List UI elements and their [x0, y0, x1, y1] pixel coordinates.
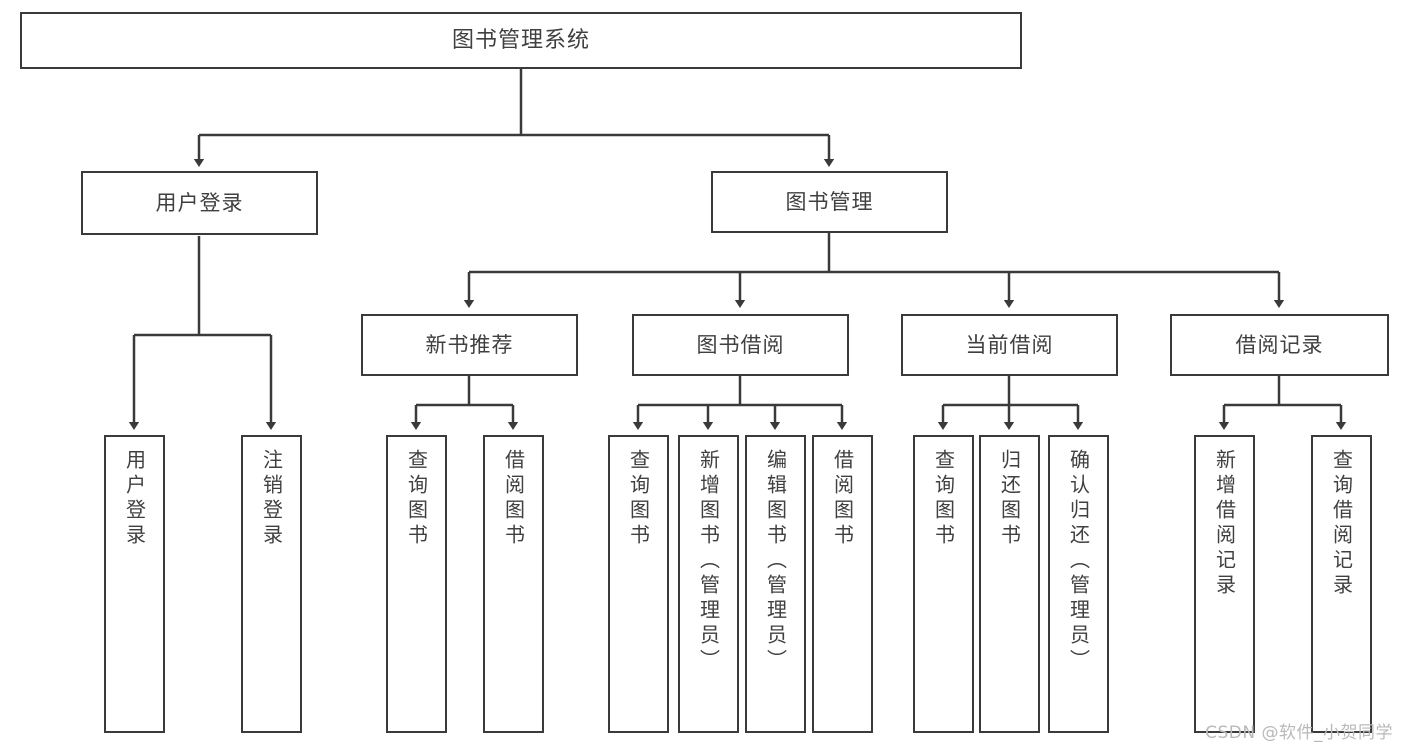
node-borrow-record-label: 借阅记录: [1235, 332, 1324, 357]
node-root[interactable]: 图书管理系统: [20, 12, 1022, 69]
leaf-book-borrow-add-label: 新增图书（管理员）: [696, 449, 721, 674]
node-book-borrow[interactable]: 图书借阅: [632, 314, 849, 376]
leaf-current-borrow-confirm[interactable]: 确认归还（管理员）: [1048, 435, 1109, 733]
leaf-book-borrow-query[interactable]: 查询图书: [608, 435, 669, 733]
node-current-borrow[interactable]: 当前借阅: [901, 314, 1118, 376]
leaf-book-borrow-borrow[interactable]: 借阅图书: [812, 435, 873, 733]
leaf-book-borrow-query-label: 查询图书: [626, 449, 651, 549]
node-book-management-label: 图书管理: [785, 189, 874, 214]
leaf-new-book-borrow[interactable]: 借阅图书: [483, 435, 544, 733]
leaf-book-borrow-add[interactable]: 新增图书（管理员）: [678, 435, 739, 733]
node-new-book-recommend-label: 新书推荐: [425, 332, 514, 357]
leaf-current-borrow-return[interactable]: 归还图书: [979, 435, 1040, 733]
leaf-new-book-query-label: 查询图书: [404, 449, 429, 549]
watermark: CSDN @软件_小贺同学: [1205, 723, 1393, 743]
leaf-user-login-logout[interactable]: 注销登录: [241, 435, 302, 733]
leaf-borrow-record-add[interactable]: 新增借阅记录: [1194, 435, 1255, 733]
node-book-management[interactable]: 图书管理: [711, 171, 948, 233]
node-user-login-label: 用户登录: [155, 190, 244, 215]
leaf-book-borrow-edit[interactable]: 编辑图书（管理员）: [745, 435, 806, 733]
leaf-user-login-logout-label: 注销登录: [259, 449, 284, 549]
leaf-borrow-record-query-label: 查询借阅记录: [1329, 449, 1354, 599]
node-root-label: 图书管理系统: [451, 27, 590, 53]
leaf-current-borrow-query[interactable]: 查询图书: [913, 435, 974, 733]
leaf-new-book-borrow-label: 借阅图书: [501, 449, 526, 549]
node-new-book-recommend[interactable]: 新书推荐: [361, 314, 578, 376]
node-user-login[interactable]: 用户登录: [81, 171, 318, 235]
leaf-current-borrow-confirm-label: 确认归还（管理员）: [1066, 449, 1091, 674]
leaf-user-login-login-label: 用户登录: [122, 449, 147, 549]
leaf-book-borrow-edit-label: 编辑图书（管理员）: [763, 449, 788, 674]
node-borrow-record[interactable]: 借阅记录: [1170, 314, 1389, 376]
node-book-borrow-label: 图书借阅: [696, 332, 785, 357]
leaf-user-login-login[interactable]: 用户登录: [104, 435, 165, 733]
leaf-book-borrow-borrow-label: 借阅图书: [830, 449, 855, 549]
leaf-current-borrow-return-label: 归还图书: [997, 449, 1022, 549]
leaf-current-borrow-query-label: 查询图书: [931, 449, 956, 549]
leaf-new-book-query[interactable]: 查询图书: [386, 435, 447, 733]
leaf-borrow-record-query[interactable]: 查询借阅记录: [1311, 435, 1372, 733]
leaf-borrow-record-add-label: 新增借阅记录: [1212, 449, 1237, 599]
node-current-borrow-label: 当前借阅: [965, 332, 1054, 357]
